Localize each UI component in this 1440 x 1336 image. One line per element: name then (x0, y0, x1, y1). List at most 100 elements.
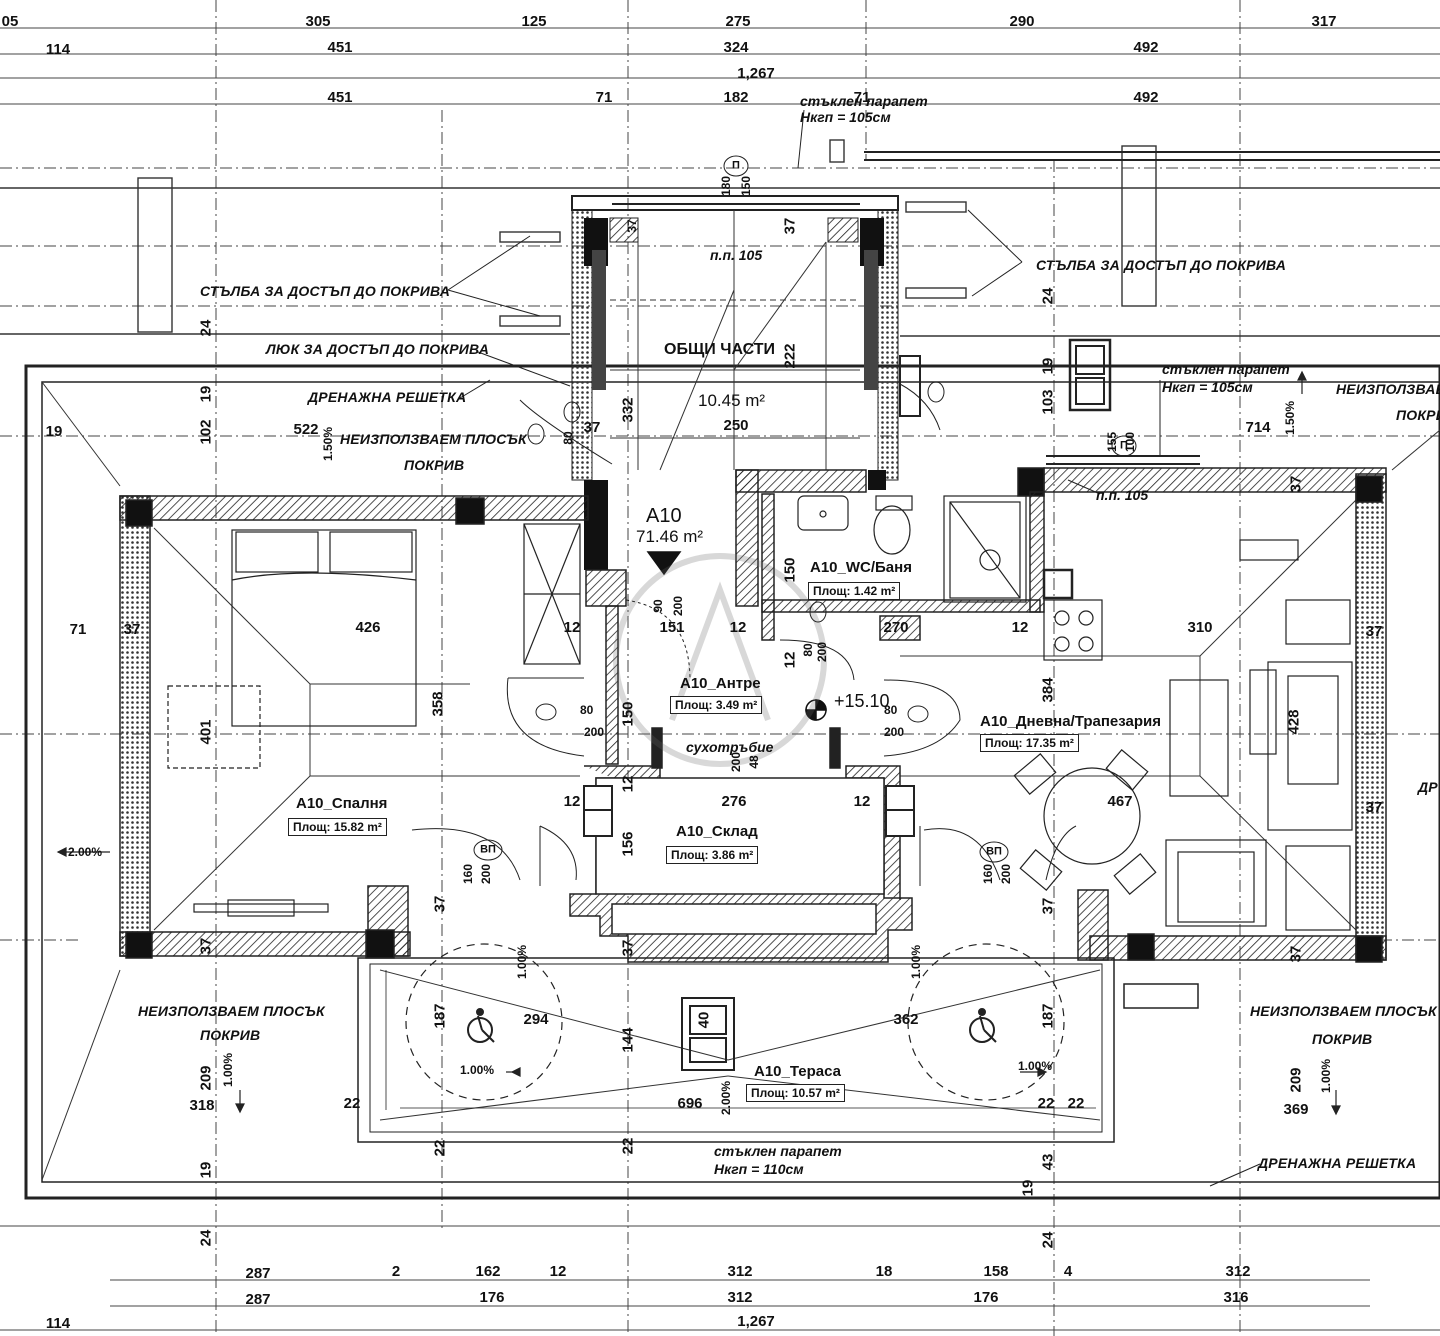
dimension-label: 312 (727, 1263, 753, 1280)
annotation-note: Нкгп = 105см (800, 109, 891, 125)
room-area: Площ: 17.35 m² (980, 734, 1079, 752)
room-name: A10 (646, 505, 682, 527)
dimension-label-vertical: 187 (431, 1003, 449, 1029)
dimension-label: 162 (475, 1263, 501, 1280)
plan-label: ПОКРИВ (200, 1027, 261, 1043)
dimension-label: 467 (1107, 793, 1133, 810)
dimension-label-vertical: 332 (619, 397, 637, 423)
dimension-label: 1,267 (737, 65, 775, 82)
slope-label: 1.00% (1018, 1059, 1053, 1073)
dimension-label-vertical: 19 (197, 1161, 215, 1179)
door-marker: ВП (480, 843, 496, 856)
annotation-note: Нкгп = 105см (1162, 379, 1253, 395)
dimension-label: 125 (521, 13, 547, 30)
door-size-label: 200 (815, 641, 829, 663)
dimension-label: 12 (853, 793, 871, 810)
dimension-label: 182 (723, 89, 749, 106)
annotation-note: Нкгп = 110см (714, 1161, 804, 1177)
dimension-label: 317 (1311, 13, 1337, 30)
plan-label: НЕИЗПОЛЗВАЕМ ПЛОСЪК (340, 431, 527, 447)
annotation-note: стъклен парапет (1162, 361, 1290, 377)
dimension-label: 37 (1365, 623, 1383, 640)
slope-label: 1.00% (1319, 1058, 1333, 1094)
dimension-label-vertical: 103 (1039, 389, 1057, 415)
room-name: A10_Склад (676, 823, 758, 840)
dimension-label: 696 (677, 1095, 703, 1112)
room-name: A10_Тераса (754, 1063, 841, 1080)
door-size-label: 200 (584, 725, 605, 739)
dimension-label-vertical: 43 (1039, 1153, 1057, 1171)
dimension-label-vertical: 22 (431, 1139, 449, 1157)
dimension-label-vertical: 187 (1039, 1003, 1057, 1029)
annotation-note: стъклен парапет (800, 93, 928, 109)
annotation-note: стъклен парапет (714, 1143, 842, 1159)
level-label: +15.10 (834, 691, 890, 711)
dimension-label-vertical: 37 (1039, 897, 1057, 915)
dimension-label: 270 (883, 619, 909, 636)
door-size-label: 155 (1105, 431, 1119, 453)
dimension-label-vertical: 12 (781, 651, 799, 669)
plan-label: НЕИЗПОЛЗВАЕМ (1336, 381, 1440, 397)
dimension-label: 05 (1, 13, 19, 30)
room-name: A10_WC/Баня (810, 559, 912, 576)
dimension-label: 290 (1009, 13, 1035, 30)
dimension-label: 176 (479, 1289, 505, 1306)
dimension-label-vertical: 209 (197, 1065, 215, 1091)
dimension-label-vertical: 37 (431, 895, 449, 913)
dimension-label-vertical: 37 (781, 217, 799, 235)
room-area: 10.45 m² (698, 391, 766, 410)
door-size-label: 200 (671, 595, 685, 617)
dimension-label: 250 (723, 417, 749, 434)
dimension-label: 22 (1037, 1095, 1055, 1112)
roof-ridges (41, 381, 1440, 1181)
dimension-label-vertical: 401 (197, 719, 215, 745)
dimension-label: 275 (725, 13, 751, 30)
door-size-label: 180 (719, 175, 733, 197)
plan-label: ПОКРИ (1396, 407, 1440, 423)
terrace (357, 943, 1199, 1143)
dimension-label: 1,267 (737, 1313, 775, 1330)
dimension-label: 158 (983, 1263, 1009, 1280)
dimension-label-vertical: 24 (197, 1229, 215, 1247)
dimension-label: 276 (721, 793, 747, 810)
dimension-label-vertical: 37 (197, 937, 215, 955)
room-name: A10_Антре (680, 675, 761, 692)
room-name: A10_Спалня (296, 795, 388, 812)
bedroom-furniture (167, 523, 581, 917)
room-name: A10_Дневна/Трапезария (980, 713, 1161, 730)
dimension-label: 492 (1133, 39, 1159, 56)
apartment-walls (119, 467, 1387, 963)
callouts (447, 109, 1261, 1187)
dimension-label-vertical: 24 (1039, 287, 1057, 305)
dimension-label: 310 (1187, 619, 1213, 636)
dimension-label: 12 (729, 619, 747, 636)
dimension-label: 19 (45, 423, 63, 440)
dimension-label: 12 (563, 793, 581, 810)
plan-label: СТЪЛБА ЗА ДОСТЪП ДО ПОКРИВА (1036, 257, 1287, 273)
door-marker: ВП (986, 845, 1002, 858)
dimension-label: 2 (391, 1263, 401, 1280)
dimension-label: 369 (1283, 1101, 1309, 1118)
plan-label: ДРЕНАЖНА РЕШЕТКА (1258, 1155, 1417, 1171)
dimension-label-vertical: 428 (1285, 709, 1303, 735)
dimension-label: 312 (727, 1289, 753, 1306)
dimension-label: 151 (659, 619, 685, 636)
door-size-label: 150 (739, 175, 753, 197)
room-area: Площ: 3.49 m² (670, 696, 763, 714)
dimension-label-vertical: 358 (429, 691, 447, 717)
door-size-label: 90 (651, 599, 665, 613)
dimension-label: 114 (45, 41, 71, 58)
dimension-label: 318 (189, 1097, 215, 1114)
wheelchair-icon (467, 1008, 997, 1043)
dimension-label-vertical: 19 (197, 385, 215, 403)
door-size-label: 160 (981, 863, 995, 885)
door-size-label: 200 (479, 863, 493, 885)
dimension-label: 71 (595, 89, 613, 106)
roof-ladders (0, 139, 1440, 337)
dimension-label-vertical: 40 (695, 1011, 713, 1029)
plan-label: ЛЮК ЗА ДОСТЪП ДО ПОКРИВА (266, 341, 490, 357)
annotation-note: п.п. 105 (1096, 487, 1149, 503)
dimension-label: 362 (893, 1011, 919, 1028)
dimension-label: 4 (1063, 1263, 1073, 1280)
dimension-label: 316 (1223, 1289, 1249, 1306)
